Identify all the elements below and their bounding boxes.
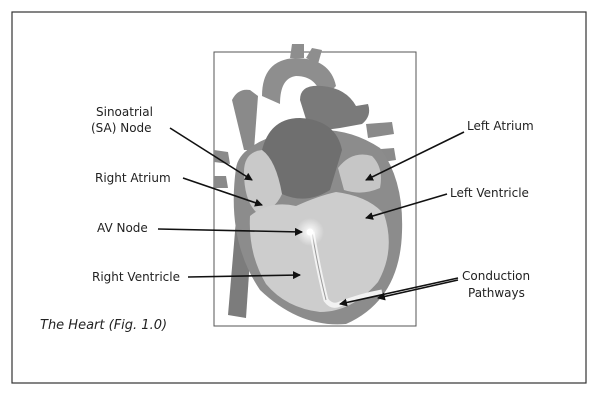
- label-left-atrium: Left Atrium: [467, 119, 534, 133]
- label-left-ventricle: Left Ventricle: [450, 186, 529, 200]
- label-right-atrium: Right Atrium: [95, 171, 171, 185]
- arrow-av-node: [157, 227, 303, 236]
- label-sa-node-line2: (SA) Node: [91, 121, 152, 135]
- label-conduction-line2: Pathways: [468, 286, 525, 300]
- label-sa-node-line1: Sinoatrial: [96, 105, 153, 119]
- figure-caption: The Heart (Fig. 1.0): [40, 318, 167, 333]
- label-arrows: [157, 127, 465, 307]
- arrow-right-atrium: [182, 177, 263, 207]
- arrow-left-atrium: [365, 131, 465, 181]
- arrow-conduction-1: [339, 277, 459, 307]
- arrow-left-ventricle: [365, 193, 448, 220]
- arrow-right-ventricle: [187, 271, 301, 280]
- arrow-conduction-2: [377, 279, 459, 301]
- label-right-ventricle: Right Ventricle: [92, 270, 180, 284]
- arrow-sa-node: [169, 127, 253, 181]
- label-conduction-line1: Conduction: [462, 269, 530, 283]
- label-av-node: AV Node: [97, 221, 148, 235]
